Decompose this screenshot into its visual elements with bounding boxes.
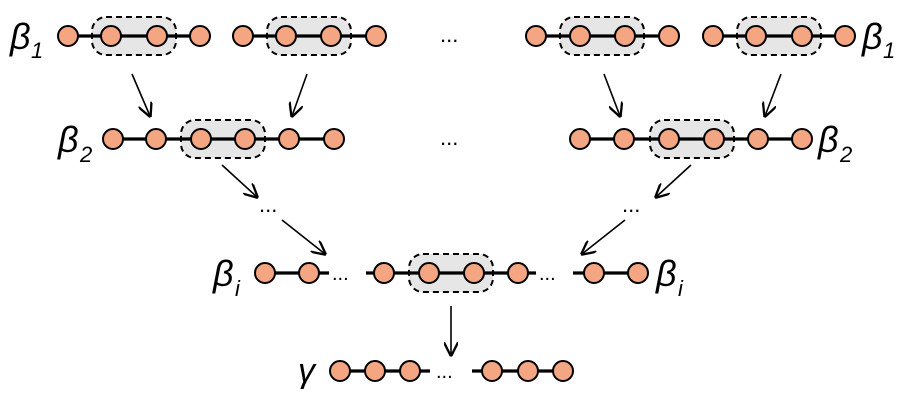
svg-text:2: 2 xyxy=(839,142,852,167)
betai-right-label: β i xyxy=(655,253,684,301)
ellipsis-row2: ... xyxy=(440,125,458,150)
svg-text:β: β xyxy=(212,253,234,294)
ellipsis-chain: ... xyxy=(332,263,349,285)
arrow xyxy=(221,164,257,197)
chain-node xyxy=(329,360,351,382)
ellipsis-row1: ... xyxy=(440,22,458,47)
chain-node xyxy=(100,25,122,47)
svg-text:β: β xyxy=(57,119,79,160)
chain-node xyxy=(791,25,813,47)
ellipsis-right-mid: ... xyxy=(622,192,640,217)
chain-node xyxy=(189,25,211,47)
arrow xyxy=(765,73,782,116)
chain-node xyxy=(583,262,605,284)
chain-node xyxy=(373,262,395,284)
chain-node xyxy=(569,25,591,47)
chain-node xyxy=(145,128,167,150)
chain-row-i: ... ... xyxy=(254,253,649,293)
chain-row1-c xyxy=(525,16,680,56)
chain-row1-a xyxy=(57,16,211,56)
chain-node xyxy=(569,128,591,150)
svg-text:i: i xyxy=(678,276,684,301)
chain-node xyxy=(399,360,421,382)
ellipsis-chain: ... xyxy=(539,263,556,285)
svg-text:1: 1 xyxy=(31,38,43,63)
chain-row1-d xyxy=(702,16,856,56)
chain-node xyxy=(552,360,574,382)
gamma-label: γ xyxy=(298,352,317,390)
chain-node xyxy=(481,360,503,382)
chain-node xyxy=(507,262,529,284)
chain-node xyxy=(365,25,387,47)
beta2-right-label: β 2 xyxy=(817,119,852,167)
chain-node xyxy=(190,128,212,150)
chain-node xyxy=(146,25,168,47)
ellipsis-left-mid: ... xyxy=(259,192,277,217)
svg-text:β: β xyxy=(655,253,677,294)
chain-node xyxy=(627,262,649,284)
chain-node xyxy=(254,262,276,284)
betai-left-label: β i xyxy=(212,253,241,301)
chain-row2-left xyxy=(102,119,345,159)
chain-node xyxy=(703,128,725,150)
svg-text:1: 1 xyxy=(883,38,895,63)
arrow xyxy=(582,219,626,254)
arrow xyxy=(603,73,620,116)
svg-text:γ: γ xyxy=(298,352,317,390)
chain-node xyxy=(275,25,297,47)
chain-node xyxy=(278,128,300,150)
arrow xyxy=(281,219,325,254)
chain-node xyxy=(232,25,254,47)
chain-node xyxy=(418,262,440,284)
chain-node xyxy=(658,25,680,47)
chain-gamma: ... xyxy=(329,360,574,383)
beta2-left-label: β 2 xyxy=(57,119,92,167)
chain-node xyxy=(320,25,342,47)
chain-node xyxy=(745,25,767,47)
chain-node xyxy=(234,128,256,150)
svg-text:β: β xyxy=(861,16,883,57)
chain-node xyxy=(613,128,635,150)
chain-node xyxy=(323,128,345,150)
svg-text:β: β xyxy=(817,119,839,160)
chain-node xyxy=(298,262,320,284)
chain-node xyxy=(747,128,769,150)
chain-row2-right xyxy=(569,119,813,159)
arrow xyxy=(656,164,692,197)
svg-text:β: β xyxy=(9,16,31,57)
chain-node xyxy=(57,25,79,47)
chain-node xyxy=(834,25,856,47)
beta1-left-label: β 1 xyxy=(9,16,43,63)
ellipsis-chain: ... xyxy=(436,361,453,383)
chain-node xyxy=(525,25,547,47)
chain-node xyxy=(614,25,636,47)
chain-node xyxy=(364,360,386,382)
beta1-right-label: β 1 xyxy=(861,16,895,63)
chain-node xyxy=(702,25,724,47)
arrow xyxy=(131,73,150,116)
chain-node xyxy=(517,360,539,382)
chain-row1-b xyxy=(232,16,387,56)
svg-text:i: i xyxy=(235,276,241,301)
chain-node xyxy=(102,128,124,150)
arrow xyxy=(292,73,308,116)
chain-node xyxy=(658,128,680,150)
chain-node xyxy=(791,128,813,150)
chain-node xyxy=(463,262,485,284)
svg-text:2: 2 xyxy=(79,142,92,167)
